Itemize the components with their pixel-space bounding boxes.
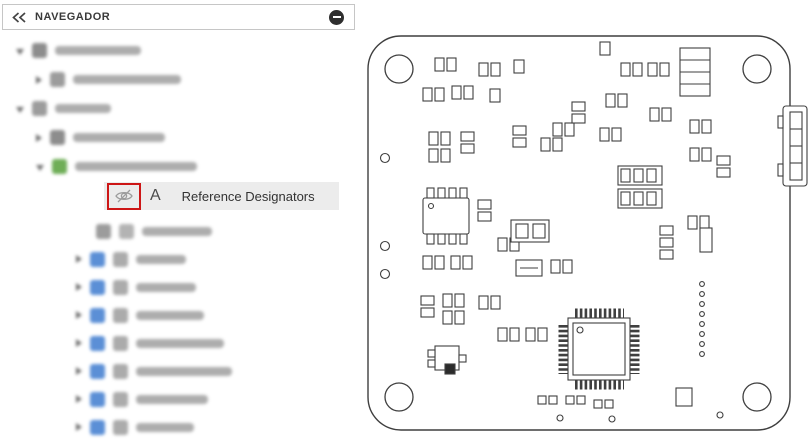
item-icon bbox=[90, 363, 105, 379]
navigator-panel: NAVEGADOR A Reference Designators bbox=[0, 0, 360, 444]
pcb-drawing bbox=[367, 35, 808, 431]
row-highlight-background: A Reference Designators bbox=[104, 182, 339, 210]
tree-row-blurred[interactable] bbox=[0, 329, 360, 357]
collapse-arrow-icon[interactable] bbox=[76, 255, 82, 263]
item-icon bbox=[113, 251, 128, 267]
reference-designators-row[interactable]: A Reference Designators bbox=[0, 181, 360, 211]
collapse-arrow-icon[interactable] bbox=[36, 133, 42, 142]
tree-row-blurred[interactable] bbox=[0, 357, 360, 385]
collapse-arrow-icon[interactable] bbox=[76, 283, 82, 291]
item-icon bbox=[90, 279, 105, 295]
blurred-label bbox=[136, 310, 204, 320]
blurred-label bbox=[136, 254, 186, 264]
item-icon bbox=[90, 335, 105, 351]
blurred-label bbox=[55, 46, 141, 55]
browser-tree-upper bbox=[0, 36, 360, 181]
collapse-panel-icon[interactable] bbox=[12, 11, 27, 23]
collapse-arrow-icon[interactable] bbox=[76, 423, 82, 431]
tree-row-blurred[interactable] bbox=[0, 36, 360, 65]
expand-arrow-icon[interactable] bbox=[16, 106, 24, 113]
tree-row-blurred[interactable] bbox=[0, 94, 360, 123]
expand-arrow-icon[interactable] bbox=[16, 48, 24, 55]
item-icon bbox=[113, 279, 128, 295]
collapse-arrow-icon[interactable] bbox=[76, 367, 82, 375]
pcb-view bbox=[363, 28, 810, 442]
item-icon bbox=[90, 391, 105, 407]
browser-tree-lower bbox=[0, 217, 360, 441]
blurred-label bbox=[136, 394, 208, 404]
text-type-icon: A bbox=[150, 187, 161, 204]
visibility-toggle[interactable] bbox=[107, 182, 141, 210]
blurred-label bbox=[55, 104, 111, 113]
blurred-label bbox=[142, 226, 212, 236]
item-icon bbox=[113, 363, 128, 379]
navigator-header: NAVEGADOR bbox=[2, 4, 355, 30]
expand-arrow-icon[interactable] bbox=[36, 164, 44, 171]
item-icon bbox=[113, 335, 128, 351]
item-icon bbox=[90, 419, 105, 435]
minus-circle-icon[interactable] bbox=[329, 9, 344, 25]
item-icon bbox=[50, 72, 65, 87]
eye-off-icon bbox=[115, 189, 133, 203]
tree-row-blurred[interactable] bbox=[0, 152, 360, 181]
item-icon bbox=[90, 251, 105, 267]
blurred-label bbox=[75, 162, 197, 171]
reference-designators-label: Reference Designators bbox=[181, 188, 315, 204]
item-icon bbox=[113, 419, 128, 435]
tree-row-blurred[interactable] bbox=[0, 385, 360, 413]
item-icon bbox=[119, 223, 134, 239]
tree-row-blurred[interactable] bbox=[0, 273, 360, 301]
item-icon bbox=[32, 101, 47, 116]
item-icon bbox=[113, 391, 128, 407]
item-icon bbox=[96, 223, 111, 239]
tree-row-blurred[interactable] bbox=[0, 123, 360, 152]
collapse-arrow-icon[interactable] bbox=[76, 395, 82, 403]
blurred-label bbox=[136, 282, 196, 292]
item-icon bbox=[32, 43, 47, 58]
panel-title: NAVEGADOR bbox=[35, 11, 111, 23]
blurred-label bbox=[73, 133, 165, 142]
blurred-label bbox=[73, 75, 181, 84]
collapse-arrow-icon[interactable] bbox=[76, 311, 82, 319]
blurred-label bbox=[136, 338, 224, 348]
item-icon bbox=[113, 307, 128, 323]
item-icon bbox=[52, 159, 67, 174]
tree-row-blurred[interactable] bbox=[0, 301, 360, 329]
blurred-label bbox=[136, 366, 232, 376]
tree-row-blurred[interactable] bbox=[0, 413, 360, 441]
item-icon bbox=[90, 307, 105, 323]
collapse-arrow-icon[interactable] bbox=[36, 75, 42, 84]
blurred-label bbox=[136, 422, 194, 432]
collapse-arrow-icon[interactable] bbox=[76, 339, 82, 347]
tree-row-blurred[interactable] bbox=[0, 217, 360, 245]
item-icon bbox=[50, 130, 65, 145]
tree-row-blurred[interactable] bbox=[0, 65, 360, 94]
tree-row-blurred[interactable] bbox=[0, 245, 360, 273]
